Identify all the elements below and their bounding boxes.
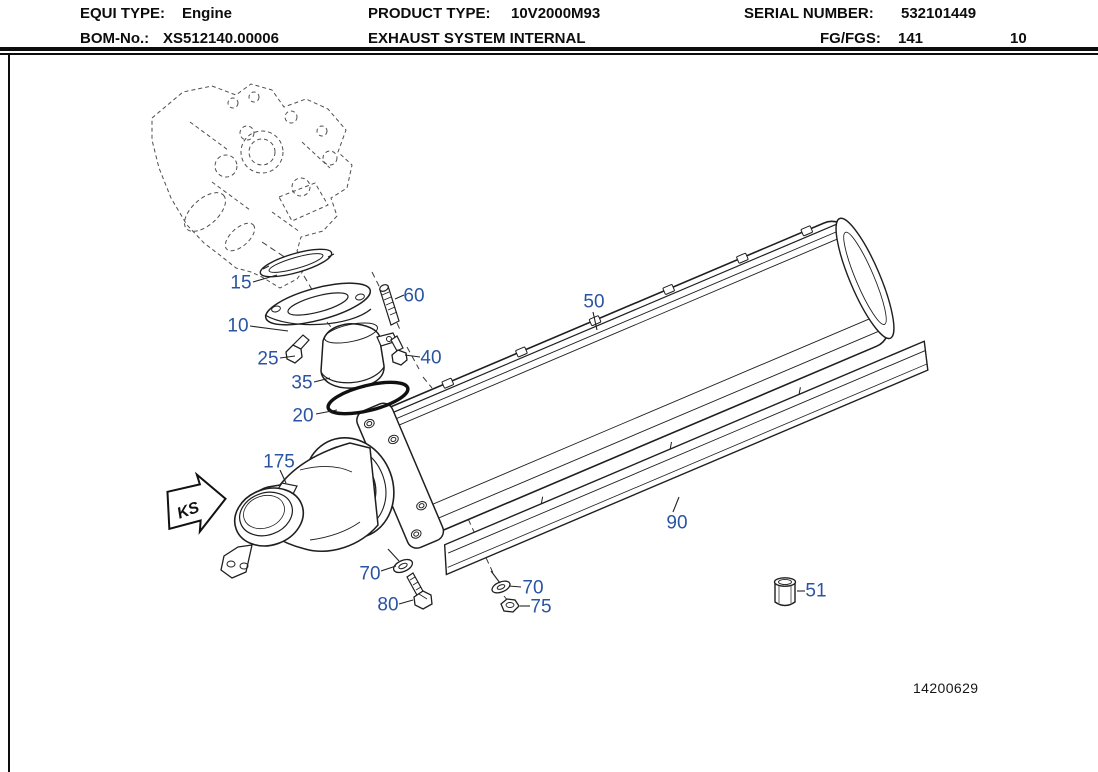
part-bolt-80 — [406, 572, 433, 610]
part-adapter-35 — [320, 322, 398, 389]
equi-type-label: EQUI TYPE: — [80, 5, 166, 22]
part-bolt-25 — [285, 334, 310, 364]
ks-view-arrow: KS — [166, 471, 227, 535]
callout-51: 51 — [805, 580, 827, 602]
part-gasket-15 — [259, 248, 335, 278]
product-type-label: PRODUCT TYPE: — [368, 5, 491, 22]
callout-60: 60 — [403, 285, 425, 307]
callout-75: 75 — [530, 596, 552, 618]
part-sleeve-51 — [773, 577, 797, 607]
bom-number-value: XS512140.00006 — [163, 30, 279, 47]
serial-number-label: SERIAL NUMBER: — [744, 5, 874, 22]
part-muffler-body-50 — [356, 217, 895, 549]
part-o-ring-20 — [326, 380, 410, 416]
ks-label: KS — [175, 499, 202, 523]
part-heat-shield-90 — [443, 340, 929, 576]
header-divider-thin — [0, 53, 1098, 55]
callout-80: 80 — [377, 594, 399, 616]
part-inlet-elbow-175 — [220, 442, 379, 579]
callout-leader-lines — [249, 274, 805, 607]
engine-block-ghost — [151, 83, 353, 289]
bom-number-label: BOM-No.: — [80, 30, 150, 47]
callout-15: 15 — [230, 272, 252, 294]
callout-40: 40 — [420, 347, 442, 369]
callout-10: 10 — [227, 315, 249, 337]
part-nut-75 — [500, 598, 520, 613]
callout-175: 175 — [263, 451, 295, 473]
equi-type-value: Engine — [182, 5, 233, 22]
assembly-title: EXHAUST SYSTEM INTERNAL — [368, 30, 586, 47]
fg-fgs-label: FG/FGS: — [820, 30, 881, 47]
page-number: 10 — [1010, 30, 1027, 47]
figure-number: 14200629 — [913, 680, 979, 696]
callout-90: 90 — [666, 512, 688, 534]
callout-35: 35 — [291, 372, 313, 394]
page-left-border — [8, 55, 10, 772]
part-bolt-40 — [390, 335, 408, 366]
callout-20: 20 — [292, 405, 314, 427]
product-type-value: 10V2000M93 — [511, 5, 601, 22]
callout-70-left: 70 — [359, 563, 381, 585]
part-washer-70-right — [491, 580, 511, 594]
callout-25: 25 — [257, 348, 279, 370]
part-flange-10 — [264, 282, 372, 326]
fg-fgs-value: 141 — [898, 30, 924, 47]
part-washer-70-left — [392, 558, 414, 574]
part-stud-60 — [379, 284, 400, 326]
callout-70-right: 70 — [522, 577, 544, 599]
exploded-view-drawing: KS 15 10 25 35 20 60 40 50 175 70 80 70 … — [0, 55, 1098, 772]
serial-number-value: 532101449 — [901, 5, 977, 22]
diagram-canvas: KS — [151, 83, 929, 613]
header-divider-thick — [0, 47, 1098, 51]
callout-50: 50 — [583, 291, 605, 313]
